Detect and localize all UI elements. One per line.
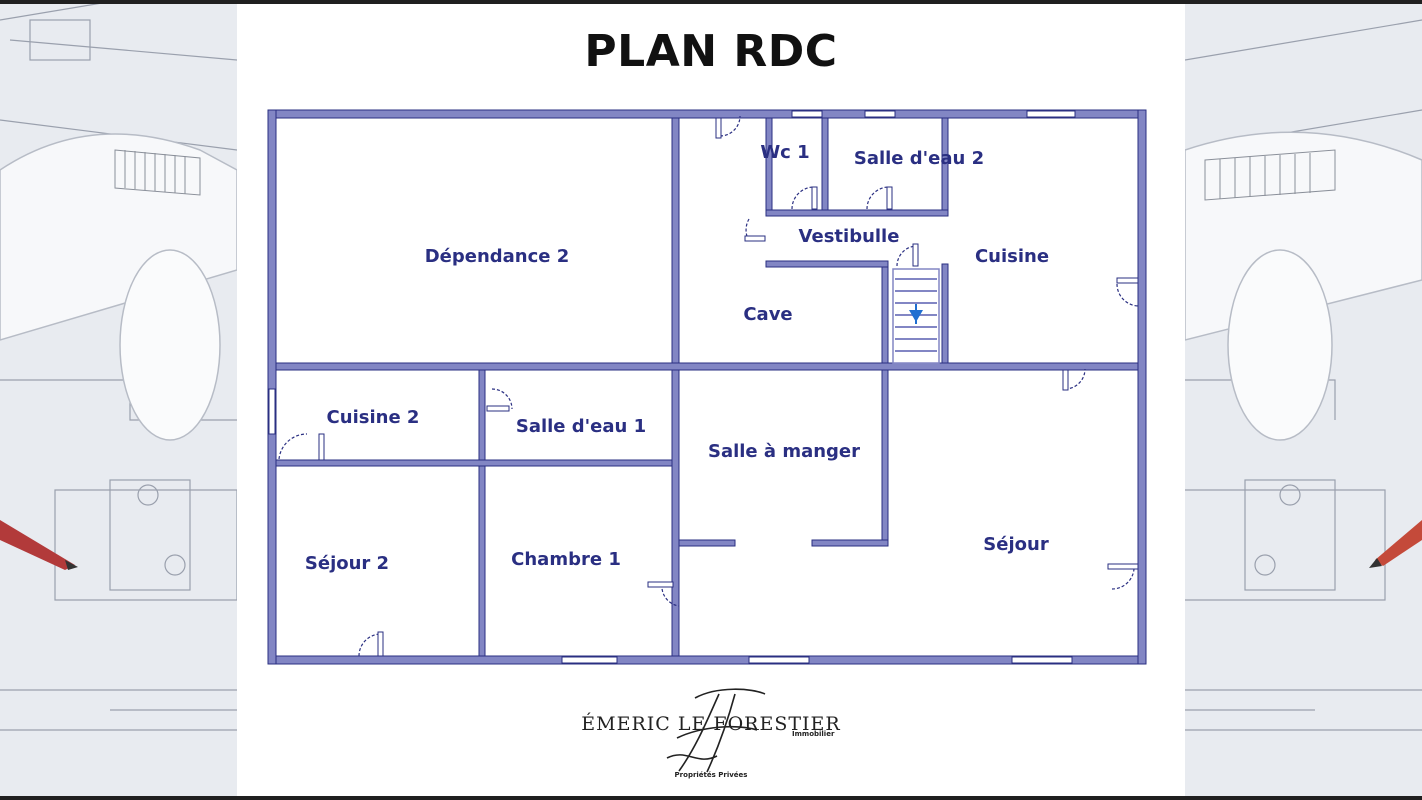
outer-wall-right	[1137, 109, 1147, 665]
wall-stair-right	[941, 263, 949, 365]
outer-wall-left	[267, 109, 277, 665]
wall-vestibulle-bottom	[765, 260, 889, 268]
wall-wc-left	[765, 117, 773, 217]
stair-arrow-icon	[909, 304, 923, 324]
door-arc-sejour	[1064, 368, 1086, 390]
room-label-chambre1: Chambre 1	[511, 549, 621, 570]
wall-salle-manger-stub-right	[811, 539, 889, 547]
logo-subtitle: Propriétés Privées	[674, 771, 748, 779]
door-arc-salle-eau1	[491, 388, 513, 410]
door-arc-cuisine2	[278, 433, 308, 460]
floor-plan-panel: PLAN RDC	[237, 4, 1185, 796]
wall-vestibulle-top	[765, 209, 949, 217]
wall-chambre-left	[478, 369, 486, 657]
room-label-sejour2: Séjour 2	[305, 553, 389, 574]
wall-wc-right	[821, 117, 829, 213]
room-label-vestibulle: Vestibulle	[799, 226, 900, 247]
wall-stair-left	[881, 263, 889, 365]
door-arc-cuisine	[1116, 283, 1140, 307]
outer-wall-top	[267, 109, 1147, 119]
door-arc-stair	[896, 245, 918, 267]
logo-name: ÉMERIC LE FORESTIER	[581, 713, 841, 735]
door-arc-salle-eau2	[866, 186, 890, 210]
door-arc-wc1	[791, 186, 815, 210]
wall-lower-horizontal	[275, 459, 673, 467]
doors	[278, 115, 1140, 657]
room-label-cave: Cave	[743, 304, 792, 325]
door-leaves	[318, 117, 1139, 657]
room-label-wc1: Wc 1	[760, 142, 809, 163]
door-arc-sejour-right	[1111, 568, 1135, 590]
wall-salle-manger-stub-left	[678, 539, 736, 547]
wall-salle-manger-right	[881, 369, 889, 547]
bottom-border	[0, 796, 1422, 800]
room-label-dependance2: Dépendance 2	[425, 246, 570, 267]
signature-logo-icon	[666, 688, 766, 773]
room-label-salle-eau1: Salle d'eau 1	[516, 416, 646, 437]
door-arc-cave	[719, 115, 741, 137]
top-border	[0, 0, 1422, 4]
wall-middle-horizontal	[275, 362, 1139, 371]
walls	[267, 109, 1147, 665]
blueprint-background-left	[0, 0, 237, 800]
room-label-salle-manger: Salle à manger	[708, 441, 860, 462]
room-label-cuisine: Cuisine	[975, 246, 1049, 267]
room-label-sejour: Séjour	[983, 534, 1049, 555]
page-title: PLAN RDC	[584, 26, 838, 77]
blueprint-background-right	[1185, 0, 1422, 800]
logo-tagline: Immobilier	[792, 730, 835, 738]
room-label-salle-eau2: Salle d'eau 2	[854, 148, 984, 169]
room-label-cuisine2: Cuisine 2	[327, 407, 420, 428]
windows	[268, 110, 1076, 664]
floor-plan: Dépendance 2 Wc 1 Salle d'eau 2 Vestibul…	[267, 109, 1147, 665]
wall-central	[671, 117, 680, 657]
